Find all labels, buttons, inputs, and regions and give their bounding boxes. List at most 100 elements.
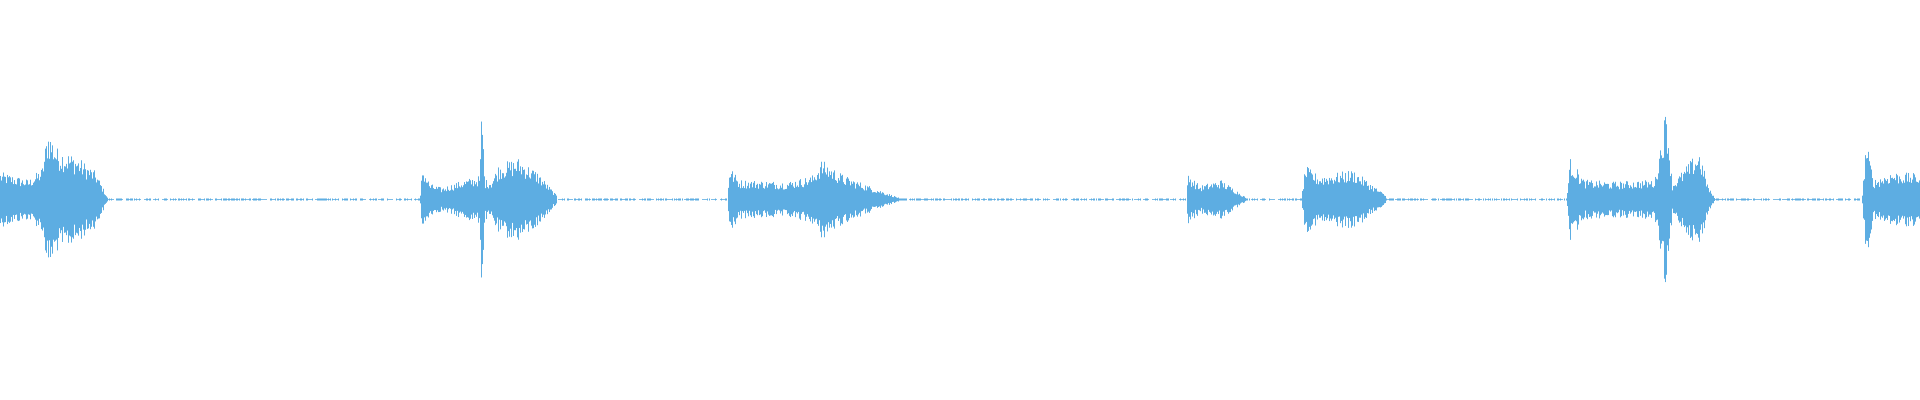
waveform-sample-bar xyxy=(1219,188,1220,211)
waveform-sample-bar xyxy=(757,183,758,216)
waveform-sample-bar xyxy=(1442,198,1443,201)
waveform-sample-bar xyxy=(1096,198,1097,201)
waveform-sample-bar xyxy=(26,179,27,220)
waveform-sample-bar xyxy=(791,184,792,215)
waveform-sample-bar xyxy=(1485,198,1486,201)
waveform-sample-bar xyxy=(1879,186,1880,213)
waveform-sample-bar xyxy=(902,198,903,201)
waveform-sample-bar xyxy=(79,171,80,228)
waveform-sample-bar xyxy=(520,166,521,233)
waveform-sample-bar xyxy=(1667,153,1668,246)
waveform-sample-bar xyxy=(1262,198,1263,201)
waveform-sample-bar xyxy=(1865,155,1866,244)
waveform-sample-bar xyxy=(1432,198,1433,201)
waveform-sample-bar xyxy=(1157,198,1158,201)
waveform-sample-bar xyxy=(318,198,319,201)
waveform-sample-bar xyxy=(579,198,580,201)
waveform-sample-bar xyxy=(303,198,304,201)
waveform-sample-bar xyxy=(1916,181,1917,218)
waveform-sample-bar xyxy=(1506,198,1507,201)
waveform-sample-bar xyxy=(1216,185,1217,214)
waveform-sample-bar xyxy=(1252,198,1253,201)
waveform-sample-bar xyxy=(991,198,992,201)
waveform-sample-bar xyxy=(540,177,541,222)
waveform-sample-bar xyxy=(1890,175,1891,224)
waveform-sample-bar xyxy=(1454,198,1455,201)
waveform-sample-bar xyxy=(312,198,313,201)
waveform-sample-bar xyxy=(867,186,868,213)
waveform-sample-bar xyxy=(1731,198,1732,201)
waveform-sample-bar xyxy=(687,198,688,201)
waveform-sample-bar xyxy=(1798,198,1799,201)
waveform-sample-bar xyxy=(1392,198,1393,201)
waveform-sample-bar xyxy=(1815,198,1816,201)
waveform-sample-bar xyxy=(1356,182,1357,217)
waveform-sample-bar xyxy=(918,198,919,201)
waveform-sample-bar xyxy=(1707,184,1708,215)
waveform-sample-bar xyxy=(1310,169,1311,230)
waveform-sample-bar xyxy=(1638,181,1639,218)
waveform-sample-bar xyxy=(86,179,87,220)
waveform-sample-bar xyxy=(480,159,481,240)
waveform-sample-bar xyxy=(650,198,651,201)
waveform-sample-bar xyxy=(1560,198,1561,201)
waveform-sample-bar xyxy=(1496,198,1497,201)
waveform-sample-bar xyxy=(811,182,812,217)
waveform-sample-bar xyxy=(188,198,189,201)
waveform-sample-bar xyxy=(234,198,235,201)
waveform-sample-bar xyxy=(1868,151,1869,248)
waveform-sample-bar xyxy=(241,198,242,201)
waveform-sample-bar xyxy=(1301,198,1302,201)
waveform-sample-bar xyxy=(1564,198,1565,201)
waveform-sample-bar xyxy=(1645,180,1646,219)
waveform-sample-bar xyxy=(1501,198,1502,201)
waveform-sample-bar xyxy=(233,198,234,201)
waveform-sample-bar xyxy=(1526,198,1527,201)
waveform-sample-bar xyxy=(1688,164,1689,235)
waveform-sample-bar xyxy=(1380,191,1381,208)
waveform-sample-bar xyxy=(1833,198,1834,201)
waveform-sample-bar xyxy=(1465,198,1466,201)
waveform-sample-bar xyxy=(1025,198,1026,201)
waveform-sample-bar xyxy=(47,158,48,241)
waveform-sample-bar xyxy=(546,188,547,211)
waveform-sample-bar xyxy=(1629,188,1630,211)
waveform-sample-bar xyxy=(50,141,51,258)
waveform-sample-bar xyxy=(1475,198,1476,201)
waveform-sample-bar xyxy=(696,198,697,201)
waveform-sample-bar xyxy=(862,188,863,211)
waveform-sample-bar xyxy=(1065,198,1066,201)
waveform-sample-bar xyxy=(116,198,117,201)
waveform-sample-bar xyxy=(1673,185,1674,214)
waveform-sample-bar xyxy=(1433,198,1434,201)
waveform-sample-bar xyxy=(831,171,832,228)
waveform-sample-bar xyxy=(1235,193,1236,206)
waveform-sample-bar xyxy=(891,194,892,205)
waveform-sample-bar xyxy=(682,198,683,201)
waveform-sample-bar xyxy=(484,176,485,223)
waveform-sample-bar xyxy=(1191,186,1192,213)
waveform-sample-bar xyxy=(647,198,648,201)
waveform-sample-bar xyxy=(965,198,966,201)
waveform-sample-bar xyxy=(1233,192,1234,207)
waveform-sample-bar xyxy=(666,198,667,201)
waveform-sample-bar xyxy=(883,192,884,207)
waveform-sample-bar xyxy=(778,189,779,210)
waveform-sample-bar xyxy=(1818,198,1819,201)
waveform-sample-bar xyxy=(1663,157,1664,242)
waveform-sample-bar xyxy=(1037,198,1038,201)
waveform-sample-bar xyxy=(1257,198,1258,201)
waveform-sample-bar xyxy=(555,193,556,206)
waveform-sample-bar xyxy=(698,198,699,201)
waveform-sample-bar xyxy=(1205,186,1206,213)
waveform-sample-bar xyxy=(1728,198,1729,201)
waveform-sample-bar xyxy=(1753,198,1754,201)
waveform-sample-bar xyxy=(649,198,650,201)
waveform-sample-bar xyxy=(733,181,734,218)
waveform-sample-bar xyxy=(1217,187,1218,212)
waveform-sample-bar xyxy=(1569,169,1570,230)
waveform-sample-bar xyxy=(228,198,229,201)
waveform-sample-bar xyxy=(1626,181,1627,218)
waveform-sample-bar xyxy=(1876,184,1877,215)
waveform-sample-bar xyxy=(1081,198,1082,201)
